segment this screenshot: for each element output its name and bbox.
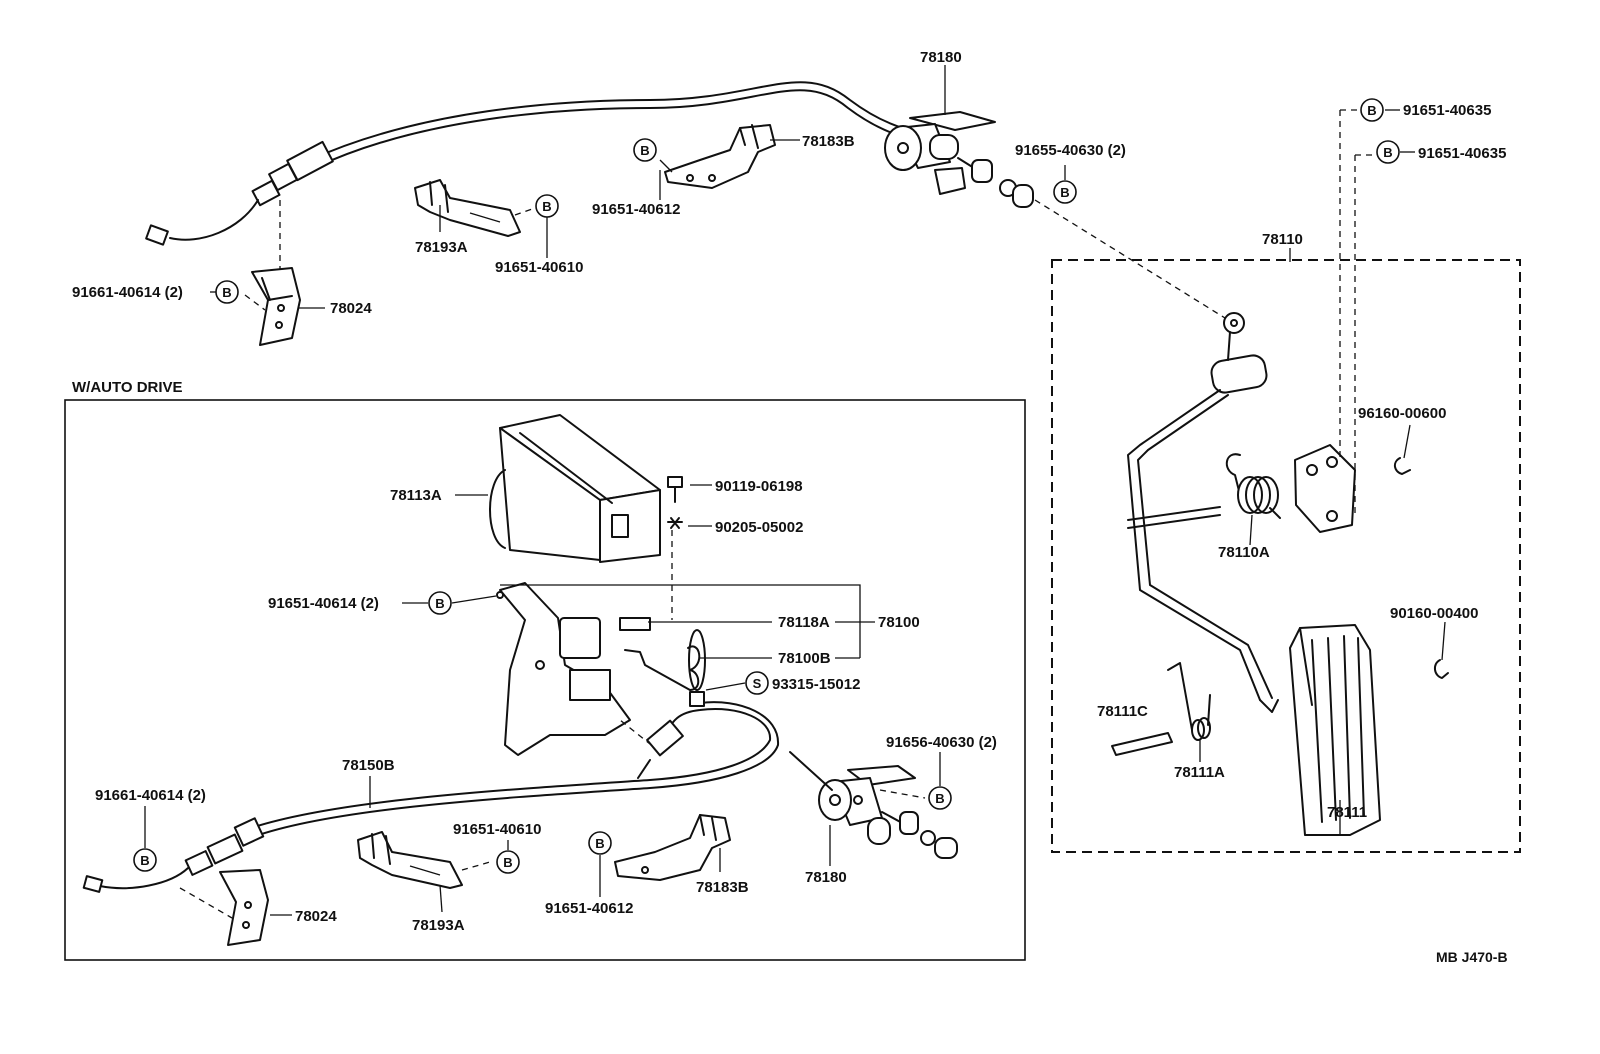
- label-78183B-top: 78183B: [802, 133, 855, 150]
- clips-right: [1394, 457, 1449, 679]
- svg-text:B: B: [140, 853, 149, 868]
- label-78113A: 78113A: [390, 487, 442, 504]
- label-78180-bottom: 78180: [805, 869, 847, 886]
- bolt-symbol-9: B: [133, 848, 157, 872]
- small-spring-78100B: [687, 645, 701, 691]
- screw-symbol: S: [745, 671, 769, 695]
- actuator-78113A: [489, 414, 661, 563]
- bolt-symbol-10: B: [496, 850, 520, 874]
- bracket-78193A-bottom: [357, 831, 491, 889]
- label-91655-40630: 91655-40630 (2): [1015, 142, 1126, 159]
- svg-text:B: B: [503, 855, 512, 870]
- label-91656-40630: 91656-40630 (2): [886, 734, 997, 751]
- bolt-symbol-2: B: [535, 194, 559, 218]
- actuator-cable-78150B: [82, 691, 780, 893]
- label-78150B: 78150B: [342, 757, 395, 774]
- bracket-78024-bottom: [179, 869, 269, 946]
- bolt-symbol-3: B: [215, 280, 239, 304]
- label-78110A: 78110A: [1218, 544, 1270, 561]
- label-78024-bottom: 78024: [295, 908, 337, 925]
- label-91651-40612-bottom: 91651-40612: [545, 900, 633, 917]
- cable-bracket-78180-bottom: [789, 751, 958, 859]
- label-91651-40635-a: 91651-40635: [1403, 102, 1491, 119]
- label-78111A: 78111A: [1174, 764, 1225, 781]
- svg-text:B: B: [1060, 185, 1069, 200]
- svg-text:B: B: [1383, 145, 1392, 160]
- bracket-78193A-top: [414, 179, 536, 237]
- label-93315-15012: 93315-15012: [772, 676, 860, 693]
- label-78100: 78100: [878, 614, 920, 631]
- label-78024-top: 78024: [330, 300, 372, 317]
- label-78183B-bottom: 78183B: [696, 879, 749, 896]
- bolt-symbol-7: B: [428, 591, 452, 615]
- svg-text:B: B: [595, 836, 604, 851]
- label-96160-00600: 96160-00600: [1358, 405, 1446, 422]
- label-78100B: 78100B: [778, 650, 831, 667]
- circled-b-symbols: B B B B B B B B B B B S: [133, 98, 1400, 874]
- label-78118A: 78118A: [778, 614, 830, 631]
- pedal-pad-78111: [1289, 624, 1381, 836]
- pedal-bracket: [1294, 109, 1375, 533]
- label-91651-40610-top: 91651-40610: [495, 259, 583, 276]
- actuator-bracket-78100: [496, 582, 706, 756]
- bolt-symbol-1: B: [633, 138, 657, 162]
- pedal-spring-78110A: [1225, 453, 1281, 519]
- pedal-assembly-box: [1051, 259, 1521, 853]
- screw-90119: [667, 476, 683, 620]
- label-78111: 78111: [1327, 804, 1367, 821]
- bracket-78024-top: [244, 200, 301, 346]
- label-91651-40614: 91651-40614 (2): [268, 595, 379, 612]
- svg-text:B: B: [1367, 103, 1376, 118]
- bolt-symbol-5: B: [1360, 98, 1384, 122]
- label-78193A-bottom: 78193A: [412, 917, 465, 934]
- label-91651-40635-b: 91651-40635: [1418, 145, 1506, 162]
- bracket-78183B-bottom: [614, 814, 731, 881]
- label-78193A-top: 78193A: [415, 239, 468, 256]
- bolt-symbol-4: B: [1053, 180, 1077, 204]
- svg-text:B: B: [435, 596, 444, 611]
- label-90205-05002: 90205-05002: [715, 519, 803, 536]
- spring-78111A: [1167, 662, 1211, 741]
- label-78110: 78110: [1262, 231, 1303, 248]
- bolt-symbol-8: B: [928, 786, 952, 810]
- section-title: W/AUTO DRIVE: [72, 379, 183, 396]
- label-91651-40612-top: 91651-40612: [592, 201, 680, 218]
- leader-lines: [144, 65, 1446, 916]
- label-90119-06198: 90119-06198: [715, 478, 803, 495]
- label-91661-40614-bottom: 91661-40614 (2): [95, 787, 206, 804]
- accelerator-pedal-arm: [1127, 312, 1279, 713]
- cable-bracket-78180-top: [884, 111, 1226, 319]
- part-labels: 78180 78183B 91655-40630 (2) 91651-40612…: [72, 49, 1508, 965]
- label-90160-00400: 90160-00400: [1390, 605, 1478, 622]
- label-78180-top: 78180: [920, 49, 962, 66]
- svg-text:B: B: [640, 143, 649, 158]
- bracket-78183B-top: [664, 124, 776, 189]
- svg-text:B: B: [542, 199, 551, 214]
- label-91651-40610-bottom: 91651-40610: [453, 821, 541, 838]
- diagram-code: MB J470-B: [1436, 949, 1508, 965]
- svg-text:S: S: [753, 676, 762, 691]
- pin-78111C: [1111, 732, 1173, 756]
- bolt-symbol-6: B: [1376, 140, 1400, 164]
- svg-text:B: B: [222, 285, 231, 300]
- accelerator-cable-top: [145, 81, 911, 246]
- svg-text:B: B: [935, 791, 944, 806]
- auto-drive-box: [64, 399, 1026, 961]
- label-91661-40614-top: 91661-40614 (2): [72, 284, 183, 301]
- label-78111C: 78111C: [1097, 703, 1148, 720]
- bolt-symbol-11: B: [588, 831, 612, 855]
